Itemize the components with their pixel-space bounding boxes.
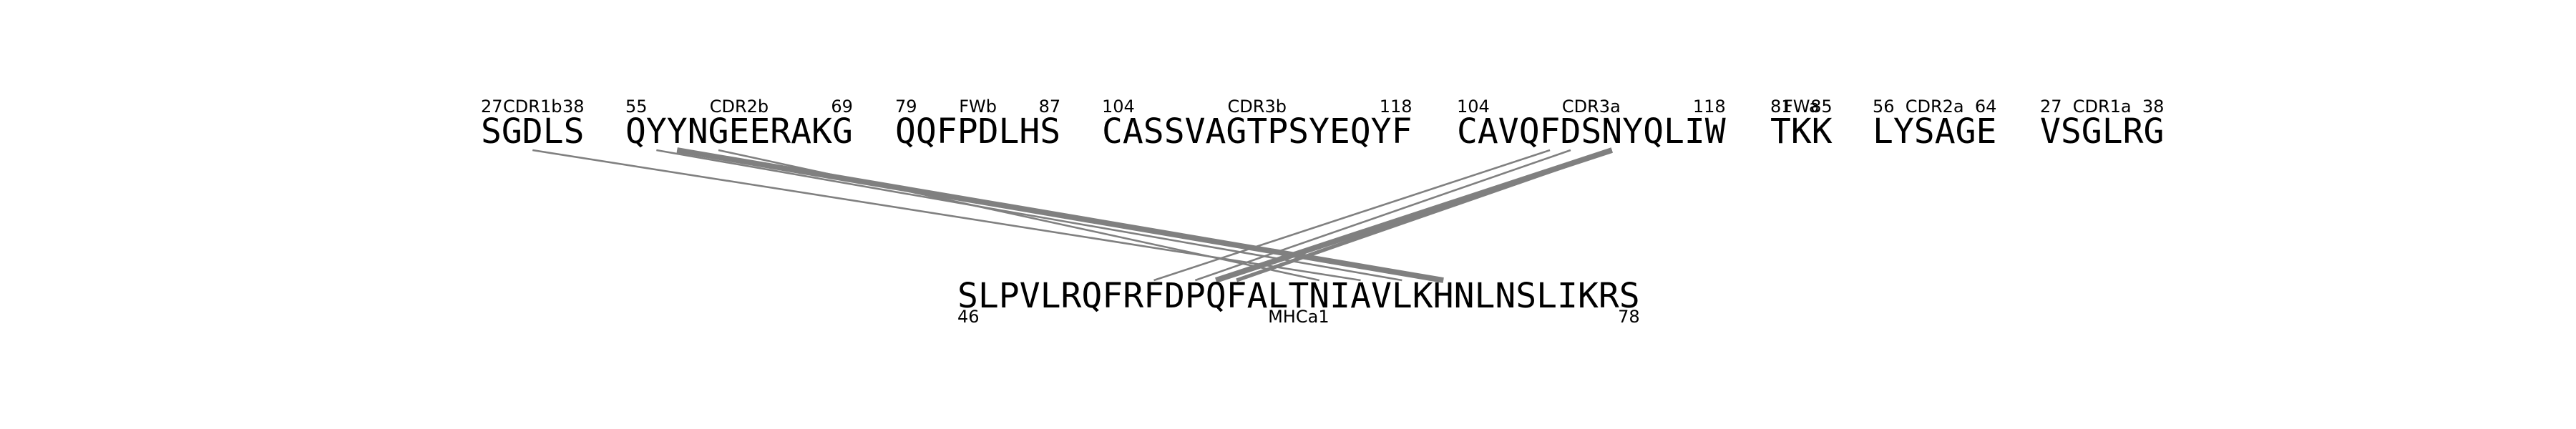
segment-end-number: 87 [1039,97,1061,117]
segment-start-number: 27 [2040,97,2062,117]
segment-end-number: 85 [1810,97,1833,117]
segment-region-label: FWb [959,97,997,117]
contact-links [532,147,1613,283]
segment-start-number: 79 [895,97,917,117]
segment-start-number: 104 [1457,97,1490,117]
segment-region-label: CDR2b [710,97,769,117]
segment-sequence: TKK [1770,112,1833,152]
contact-line [532,149,1361,282]
segment-region-label: CDR1b [503,97,562,117]
segment-sequence: CASSVAGTPSYEQYF [1102,112,1412,152]
segment-region-label: CDR2a [1906,97,1964,117]
segment-end-number: 38 [2142,97,2165,117]
segment-region-label: MHCa1 [1268,307,1330,327]
contact-line [1194,149,1571,282]
segment-sequence: QYYNGEERAKG [625,112,853,152]
segment-end-number: 64 [1975,97,1997,117]
segment-end-number: 38 [562,97,585,117]
segment-sequence: VSGLRG [2040,112,2164,152]
segment-region-label: CDR3b [1228,97,1287,117]
segment-start-number: 81 [1770,97,1792,117]
segment-sequence: CAVQFDSNYQLIW [1457,112,1726,152]
segment-sequence: QQFPDLHS [895,112,1060,152]
segment-start-number: 55 [625,97,648,117]
segment-start-number: 104 [1102,97,1135,117]
segment-sequence: SLPVLRQFRFDPQFALTNIAVLKHNLNSLIKRS [957,276,1640,316]
segment-region-label: CDR1a [2073,97,2132,117]
segment-sequence: LYSAGE [1873,112,1996,152]
contact-line [1153,149,1551,282]
segment-region-label: CDR3a [1562,97,1621,117]
segment-end-number: 69 [831,97,853,117]
contact-line [718,149,1320,282]
contact-line [676,148,1444,282]
segment-region-label: FWa [1783,97,1820,117]
segment-sequence: SGDLS [481,112,585,152]
segment-start-number: 56 [1873,97,1895,117]
segment-end-number: 118 [1693,97,1726,117]
segment-end-number: 118 [1380,97,1413,117]
segment-end-number: 78 [1618,307,1640,327]
segment-start-number: 27 [481,97,503,117]
segment-start-number: 46 [957,307,980,327]
contact-line [1236,148,1613,282]
